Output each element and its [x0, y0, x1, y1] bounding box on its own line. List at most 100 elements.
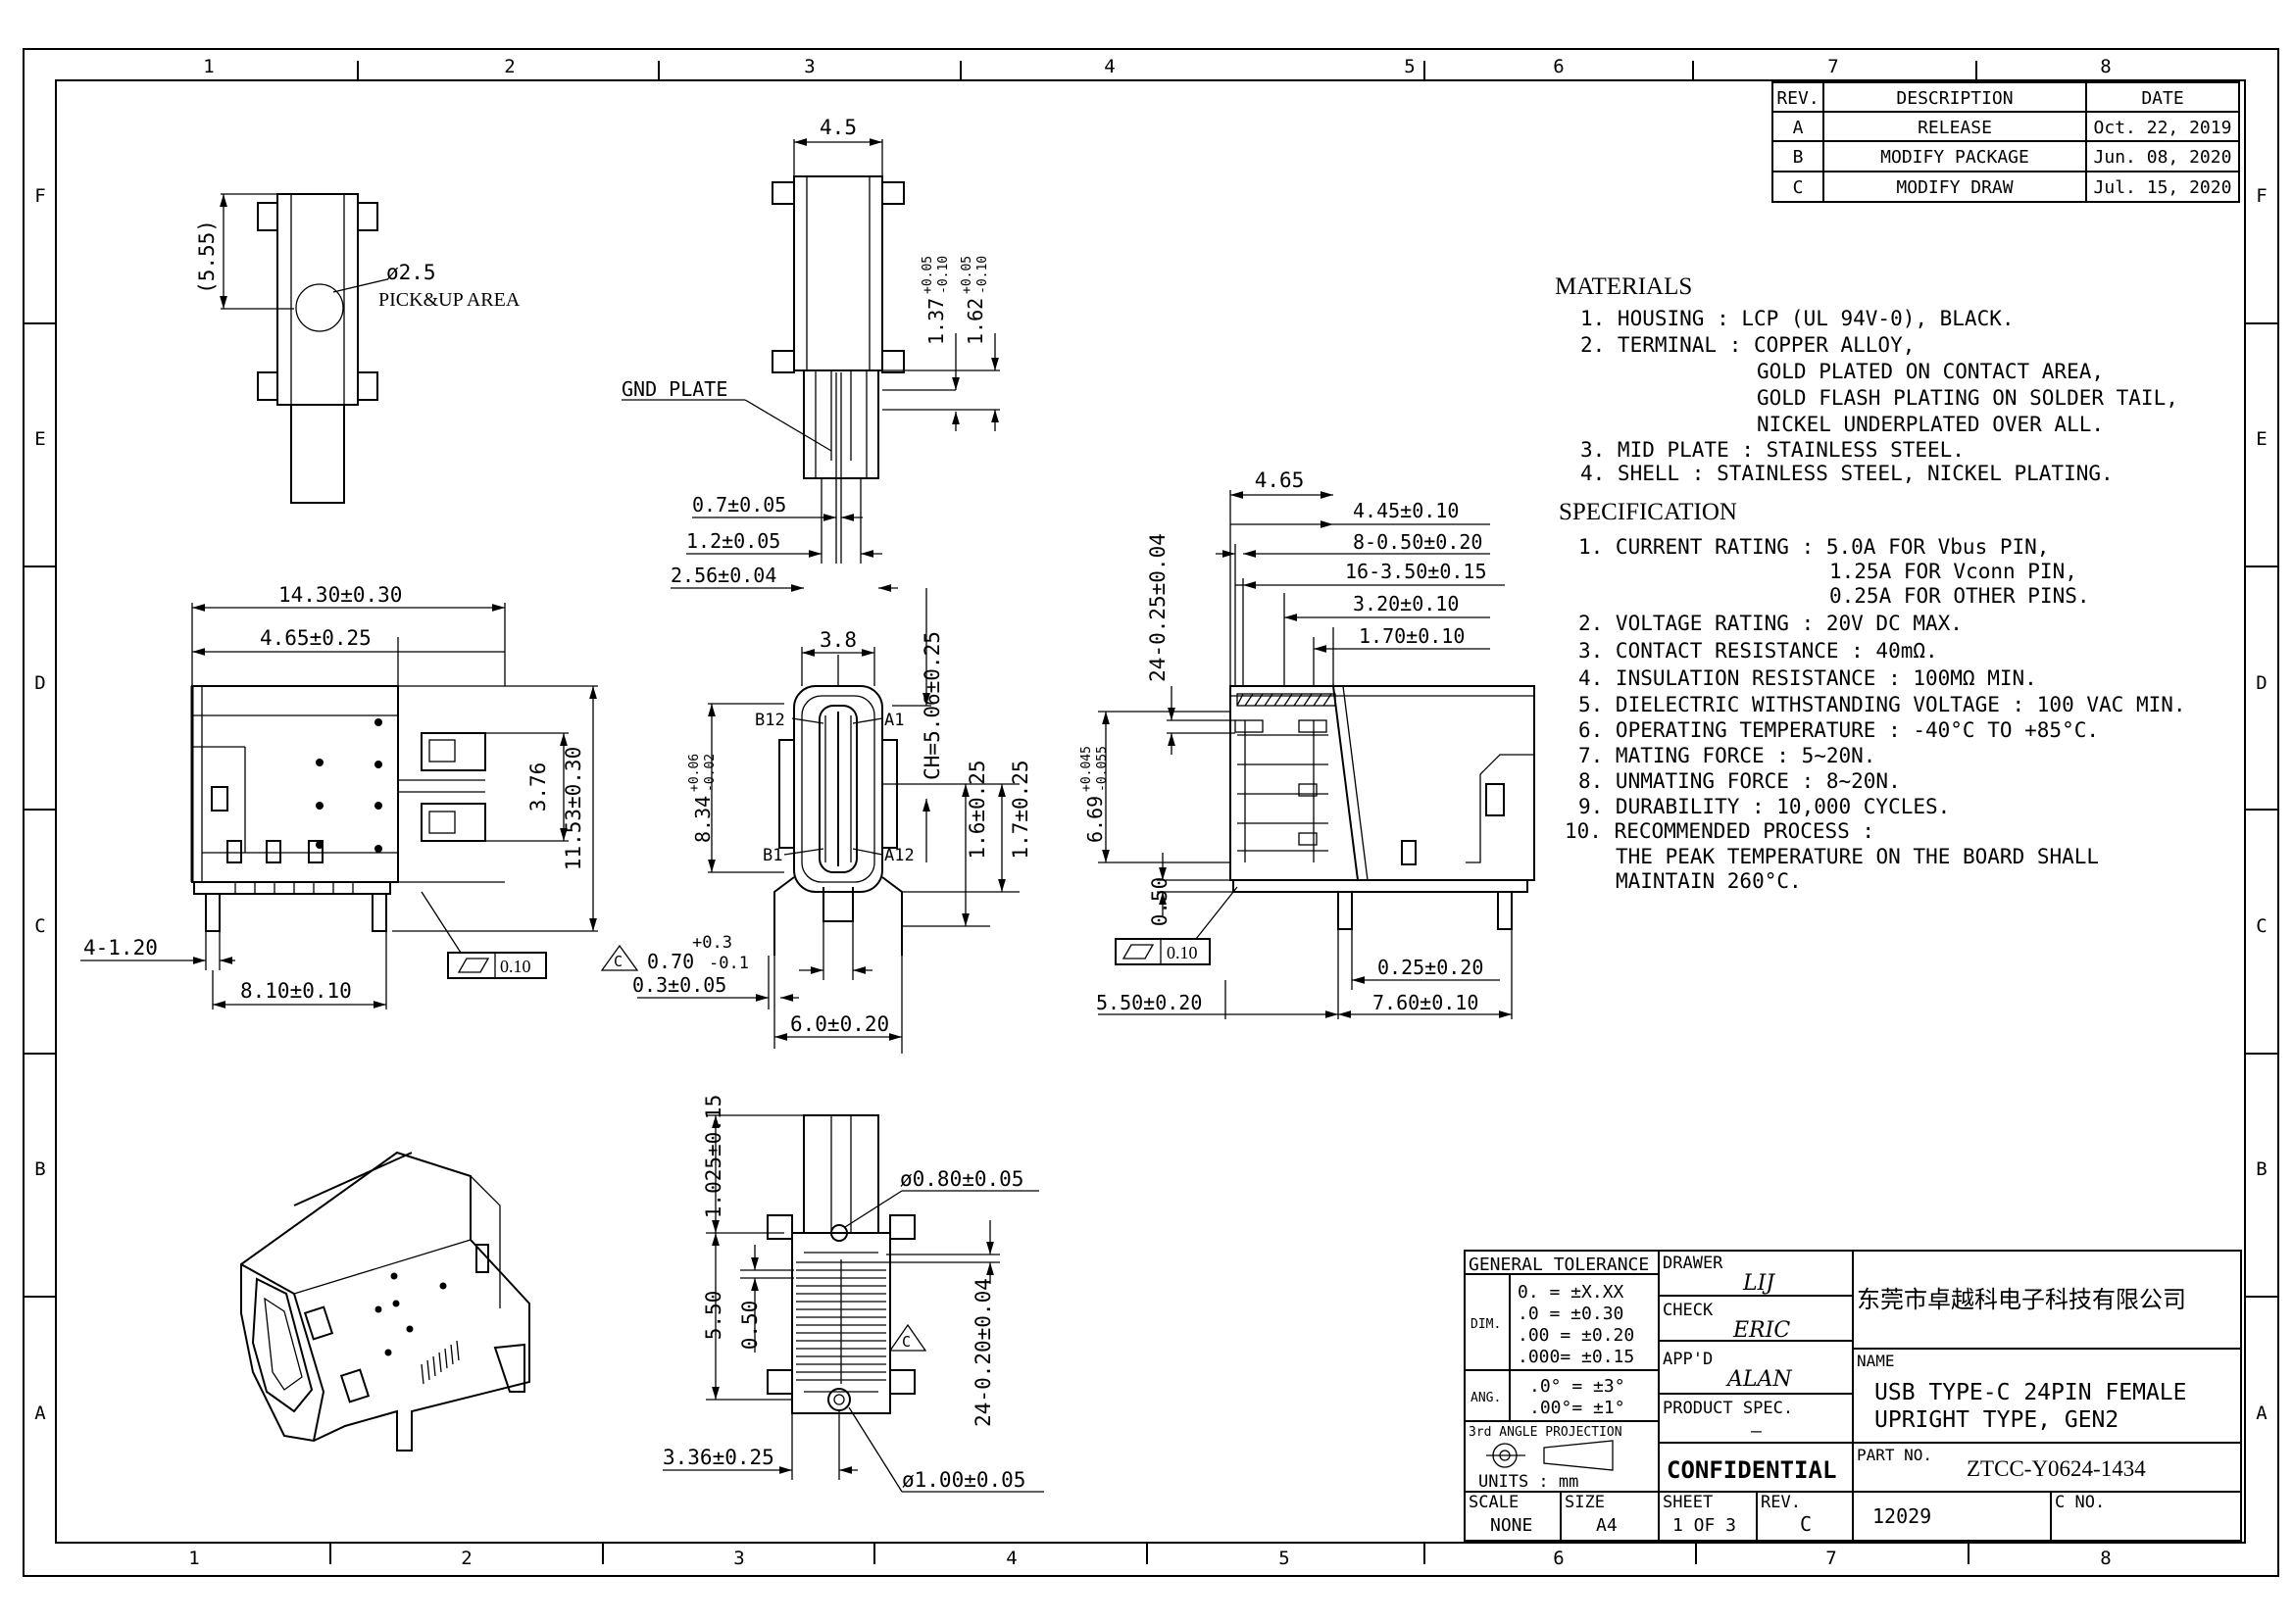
- tb-confidential: CONFIDENTIAL: [1667, 1456, 1836, 1484]
- spec-line-1: 1. CURRENT RATING : 5.0A FOR Vbus PIN,: [1578, 535, 2049, 559]
- rev-b-date: Jun. 08, 2020: [2094, 147, 2232, 168]
- pin-label-a12: A12: [884, 846, 915, 865]
- materials-line-1: 1. HOUSING : LCP (UL 94V-0), BLACK.: [1580, 307, 2015, 330]
- tb-product-spec-value: —: [1751, 1421, 1762, 1442]
- col-label-2-bottom: 2: [461, 1548, 472, 1569]
- dim-0-70-tol-up: +0.3: [692, 933, 732, 953]
- dim-0-70-tol-down: -0.1: [709, 954, 749, 973]
- spec-line-6: 4. INSULATION RESISTANCE : 100MΩ MIN.: [1578, 666, 2037, 690]
- spec-line-7: 5. DIELECTRIC WITHSTANDING VOLTAGE : 100…: [1578, 693, 2186, 716]
- dim-0-50: 0.50: [1148, 877, 1171, 927]
- dim-8-34-tol-up: +0.06: [687, 754, 702, 792]
- dim-6-69-tol-up: +0.045: [1079, 746, 1094, 792]
- tb-sheet-label: SHEET: [1663, 1493, 1713, 1512]
- dim-1-025: 1.025±0.15: [702, 1095, 725, 1218]
- tb-size-label: SIZE: [1565, 1493, 1605, 1512]
- spec-line-14: MAINTAIN 260°C.: [1616, 869, 1802, 893]
- dim-1-37-tol-up: +0.05: [921, 256, 935, 294]
- rev-a-date: Oct. 22, 2019: [2094, 118, 2232, 138]
- bottom-view: 1.025±0.15 ø0.80±0.05 5.50 0.50 24-0.20±…: [663, 1095, 1044, 1493]
- tb-drawer-label: DRAWER: [1663, 1254, 1723, 1273]
- pin-label-a1: A1: [884, 711, 904, 730]
- dim-14-30: 14.30±0.30: [278, 583, 402, 607]
- materials-line-7: 4. SHELL : STAINLESS STEEL, NICKEL PLATI…: [1580, 462, 2114, 485]
- tb-dim-row-4: .000= ±0.15: [1518, 1347, 1634, 1367]
- spec-line-13: THE PEAK TEMPERATURE ON THE BOARD SHALL: [1616, 845, 2099, 868]
- dim-11-53: 11.53±0.30: [562, 747, 585, 870]
- tb-ang-row-1: .0° = ±3°: [1529, 1376, 1625, 1397]
- row-label-c: C: [34, 915, 45, 937]
- dim-0-3: 0.3±0.05: [632, 973, 726, 997]
- row-label-f: F: [34, 185, 45, 207]
- col-label-8: 8: [2100, 56, 2111, 77]
- tb-check-signature: ERIC: [1732, 1318, 1790, 1343]
- materials-line-2: 2. TERMINAL : COPPER ALLOY,: [1580, 333, 1915, 357]
- row-label-a-right: A: [2256, 1403, 2268, 1424]
- tb-dim-row-3: .00 = ±0.20: [1518, 1325, 1634, 1346]
- tb-scale-value: NONE: [1490, 1515, 1532, 1536]
- rev-triangle-c-mid: C: [614, 953, 623, 970]
- col-label-4: 4: [1104, 56, 1115, 77]
- col-label-6: 6: [1553, 56, 1564, 77]
- flatness-right: 0.10: [1167, 943, 1198, 962]
- dim-0-50-bottom: 0.50: [738, 1301, 762, 1351]
- spec-line-11: 9. DURABILITY : 10,000 CYCLES.: [1578, 795, 1950, 818]
- isometric-view: [240, 1151, 530, 1452]
- tb-sheet-value: 1 OF 3: [1672, 1515, 1736, 1536]
- row-label-d: D: [34, 672, 45, 694]
- col-label-6-bottom: 6: [1553, 1548, 1564, 1569]
- spec-line-10: 8. UNMATING FORCE : 8~20N.: [1578, 769, 1901, 793]
- row-label-e-right: E: [2256, 428, 2267, 450]
- dim-1-62: 1.62: [964, 298, 987, 345]
- dim-24-0-20: 24-0.20±0.04: [972, 1278, 995, 1427]
- dim-8-34-tol-down: -0.02: [703, 754, 718, 792]
- dim-6-69: 6.69: [1083, 796, 1107, 843]
- front-view: 14.30±0.30 4.65±0.25 3.76 11.53±0.30 4-1…: [80, 583, 598, 1009]
- spec-line-9: 7. MATING FORCE : 5~20N.: [1578, 744, 1875, 767]
- col-label-3: 3: [804, 56, 815, 77]
- spec-line-8: 6. OPERATING TEMPERATURE : -40°C TO +85°…: [1578, 718, 2099, 742]
- dim-1-6: 1.6±0.25: [966, 760, 989, 859]
- dim-4-1-20: 4-1.20: [83, 936, 158, 960]
- specification-notes: SPECIFICATION 1. CURRENT RATING : 5.0A F…: [1559, 499, 2186, 893]
- dim-3-36: 3.36±0.25: [663, 1446, 774, 1469]
- tb-drawer-signature: LIJ: [1742, 1271, 1775, 1296]
- col-label-5-bottom: 5: [1278, 1548, 1289, 1569]
- tb-number: 12029: [1872, 1504, 1931, 1528]
- spec-line-2: 1.25A FOR Vconn PIN,: [1829, 560, 2077, 583]
- rev-header-description: DESCRIPTION: [1896, 88, 2013, 109]
- tb-dim-row-2: .0 = ±0.30: [1518, 1304, 1623, 1324]
- dim-3-20: 3.20±0.10: [1353, 592, 1459, 615]
- rev-b-code: B: [1793, 147, 1804, 168]
- dim-1-62-tol-up: +0.05: [960, 256, 974, 294]
- tb-name-line-1: USB TYPE-C 24PIN FEMALE: [1874, 1380, 2187, 1405]
- col-label-2: 2: [504, 56, 515, 77]
- tb-company-name: 东莞市卓越科电子科技有限公司: [1857, 1287, 2186, 1313]
- tb-rev-label: REV.: [1761, 1493, 1801, 1512]
- flatness-front: 0.10: [500, 957, 531, 976]
- tb-size-value: A4: [1596, 1515, 1618, 1536]
- tb-units: UNITS : mm: [1478, 1472, 1578, 1492]
- dim-4-65: 4.65±0.25: [260, 626, 372, 650]
- dim-side-width: 4.5: [820, 116, 857, 139]
- col-label-1-bottom: 1: [188, 1548, 199, 1569]
- dim-7-60: 7.60±0.10: [1372, 991, 1478, 1014]
- rev-c-date: Jul. 15, 2020: [2094, 177, 2232, 198]
- materials-line-5: NICKEL UNDERPLATED OVER ALL.: [1757, 413, 2104, 436]
- rev-b-description: MODIFY PACKAGE: [1880, 147, 2029, 168]
- spec-line-12: 10. RECOMMENDED PROCESS :: [1565, 819, 1874, 843]
- row-label-f-right: F: [2256, 185, 2267, 207]
- dim-ch: CH=5.06±0.25: [921, 631, 944, 780]
- spec-line-4: 2. VOLTAGE RATING : 20V DC MAX.: [1578, 612, 1963, 635]
- dim-0-25: 0.25±0.20: [1377, 956, 1483, 979]
- spec-line-5: 3. CONTACT RESISTANCE : 40mΩ.: [1578, 639, 1938, 663]
- dim-16-3-50: 16-3.50±0.15: [1345, 560, 1487, 583]
- projection-symbol: [1486, 1440, 1614, 1471]
- rev-header-rev: REV.: [1776, 88, 1819, 109]
- tb-dim-label: DIM.: [1471, 1317, 1501, 1332]
- top-view: (5.55) ø2.5 PICK&UP AREA: [195, 193, 521, 504]
- right-side-view: 4.65 4.45±0.10 8-0.50±0.20 16-3.50±0.15 …: [1079, 468, 1535, 1019]
- tb-name-line-2: UPRIGHT TYPE, GEN2: [1874, 1407, 2119, 1433]
- dim-top-5-55: (5.55): [195, 220, 219, 294]
